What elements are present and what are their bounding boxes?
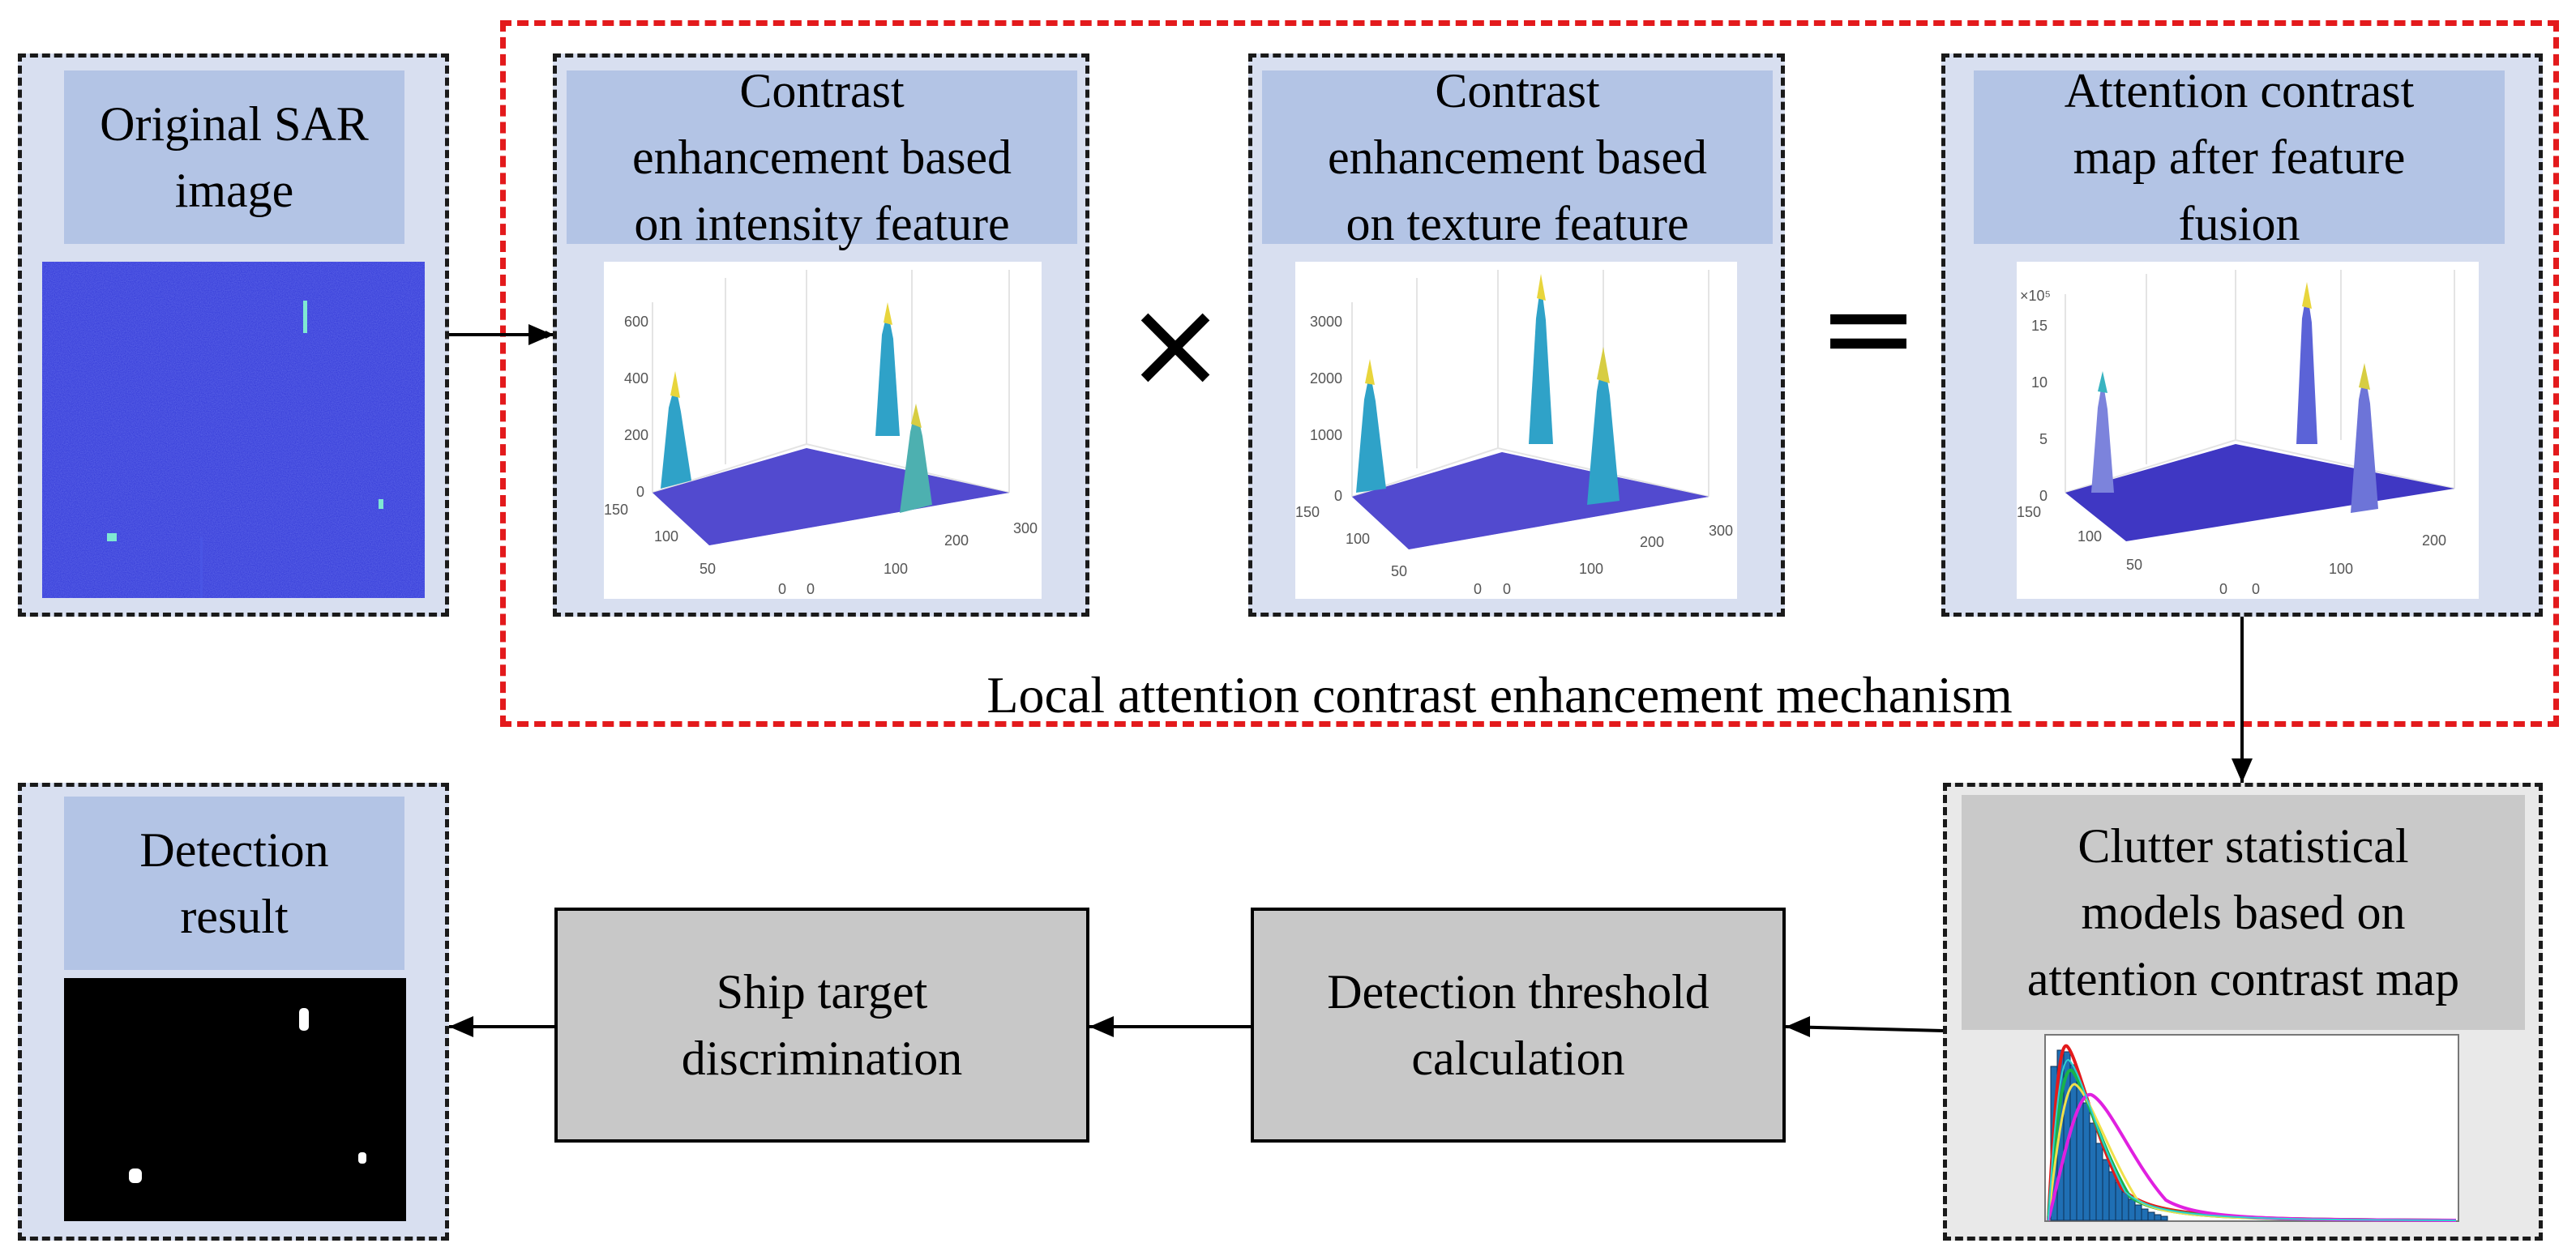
- equals-operator: =: [1817, 258, 1919, 399]
- svg-text:0: 0: [2039, 488, 2048, 504]
- svg-text:15: 15: [2031, 318, 2048, 334]
- svg-text:0: 0: [1503, 581, 1511, 597]
- svg-text:1000: 1000: [1310, 427, 1342, 443]
- svg-text:50: 50: [2126, 557, 2142, 573]
- svg-text:200: 200: [1640, 534, 1664, 550]
- fusion-panel: Attention contrast map after feature fus…: [1941, 53, 2543, 617]
- svg-text:0: 0: [1334, 488, 1342, 504]
- detected-ship-1: [299, 1008, 309, 1031]
- svg-text:5: 5: [2039, 431, 2048, 447]
- mechanism-frame: [500, 20, 2559, 727]
- svg-text:100: 100: [2077, 528, 2102, 545]
- svg-text:0: 0: [2252, 581, 2260, 597]
- svg-text:600: 600: [624, 314, 648, 330]
- svg-text:200: 200: [624, 427, 648, 443]
- texture-label: Contrast enhancement based on texture fe…: [1262, 64, 1773, 250]
- detected-ship-3: [358, 1152, 366, 1164]
- intensity-panel: Contrast enhancement based on intensity …: [553, 53, 1089, 617]
- detected-ship-2: [129, 1168, 142, 1183]
- svg-text:0: 0: [2219, 581, 2227, 597]
- svg-text:100: 100: [654, 528, 678, 545]
- arrow-clutter-to-threshold: [1785, 1025, 1944, 1032]
- svg-text:0: 0: [807, 581, 815, 597]
- texture-panel: Contrast enhancement based on texture fe…: [1248, 53, 1785, 617]
- svg-text:100: 100: [1579, 561, 1603, 577]
- original-sar-label: Original SAR image: [64, 70, 404, 244]
- sar-speckle: [42, 262, 425, 598]
- svg-text:0: 0: [636, 484, 644, 500]
- detection-panel: Detection result: [18, 783, 449, 1241]
- intensity-label: Contrast enhancement based on intensity …: [567, 64, 1077, 250]
- ship-target-1: [303, 301, 307, 333]
- svg-text:300: 300: [1013, 520, 1038, 536]
- sar-image: [42, 262, 425, 598]
- svg-text:200: 200: [944, 532, 969, 549]
- clutter-panel: Clutter statistical models based on atte…: [1943, 783, 2543, 1241]
- svg-text:400: 400: [624, 370, 648, 387]
- svg-text:2000: 2000: [1310, 370, 1342, 387]
- intensity-3d-plot: 600 400 200 0 150 100 50 0 0 100 200 300: [604, 262, 1042, 599]
- svg-text:10: 10: [2031, 374, 2048, 391]
- svg-text:150: 150: [604, 502, 628, 518]
- texture-3d-plot: 3000 2000 1000 0 150 100 50 0 0 100 200 …: [1295, 262, 1737, 599]
- svg-text:100: 100: [884, 561, 908, 577]
- original-sar-panel: Original SAR image: [18, 53, 449, 617]
- multiply-operator: ×: [1124, 274, 1226, 415]
- svg-text:300: 300: [1709, 523, 1733, 539]
- svg-text:150: 150: [2017, 504, 2041, 520]
- detection-image: [64, 978, 406, 1221]
- svg-text:100: 100: [2329, 561, 2353, 577]
- clutter-histogram: [2044, 1034, 2459, 1222]
- svg-text:0: 0: [1474, 581, 1482, 597]
- ship-discrimination-box: Ship target discrimination: [554, 908, 1089, 1143]
- mechanism-caption: Local attention contrast enhancement mec…: [986, 666, 2013, 724]
- svg-text:100: 100: [1346, 531, 1370, 547]
- svg-text:50: 50: [700, 561, 716, 577]
- ship-target-3: [379, 499, 383, 509]
- threshold-box: Detection threshold calculation: [1251, 908, 1786, 1143]
- ship-target-2: [107, 533, 117, 541]
- svg-text:0: 0: [778, 581, 786, 597]
- clutter-label: Clutter statistical models based on atte…: [1962, 795, 2525, 1030]
- svg-text:50: 50: [1391, 563, 1407, 579]
- svg-text:200: 200: [2422, 532, 2446, 549]
- detection-label: Detection result: [64, 797, 404, 970]
- svg-text:×10⁵: ×10⁵: [2020, 288, 2051, 304]
- svg-text:150: 150: [1295, 504, 1320, 520]
- svg-text:3000: 3000: [1310, 314, 1342, 330]
- fusion-3d-plot: ×10⁵ 15 10 5 0 150 100 50 0 0 100 200: [2017, 262, 2479, 599]
- fusion-label: Attention contrast map after feature fus…: [1974, 64, 2505, 250]
